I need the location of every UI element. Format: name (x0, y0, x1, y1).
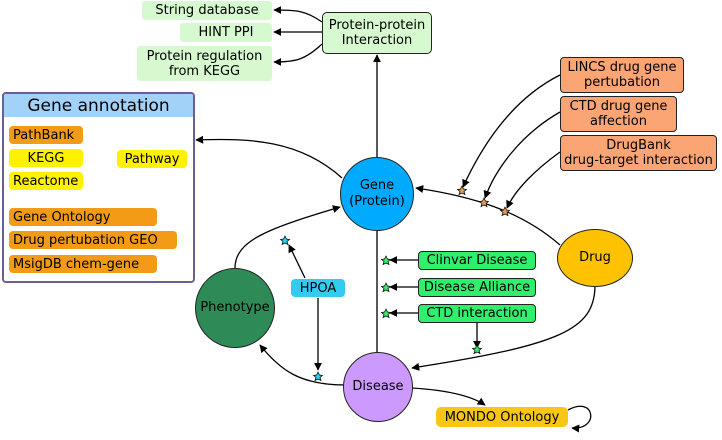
ctd-interaction-source: CTD interaction (418, 304, 536, 323)
drug-label: Drug (579, 250, 611, 265)
disease-node: Disease (343, 352, 413, 422)
clinvar-source: Clinvar Disease (418, 251, 536, 270)
ppi-node: Protein-protein Interaction (322, 12, 432, 54)
edge-hpoa-up (288, 244, 306, 279)
edge-disease-mondo (411, 387, 486, 406)
drugbank-source: DrugBank drug-target interaction (560, 135, 717, 171)
star-icon (380, 255, 392, 266)
mondo-label: MONDO Ontology (444, 409, 560, 425)
msigdb-label: MsigDB chem-gene (13, 256, 140, 272)
edge-ppi-string (273, 6, 323, 23)
gene-label: Gene (Protein) (349, 178, 405, 209)
ctd-drug-source: CTD drug gene affection (560, 96, 677, 132)
star-icon (380, 308, 392, 319)
edge-lincs (462, 74, 561, 188)
msigdb-item: MsigDB chem-gene (9, 255, 157, 273)
gene-ontology-item: Gene Ontology (9, 208, 157, 226)
edge-drug-gene (415, 185, 561, 246)
phenotype-node: Phenotype (195, 268, 275, 348)
drug-node: Drug (557, 229, 633, 287)
disease-alliance-source: Disease Alliance (418, 278, 536, 297)
edge-phenotype-gene (234, 205, 341, 269)
gene-ontology-label: Gene Ontology (13, 209, 111, 225)
gene-annotation-title: Gene annotation (4, 94, 193, 117)
star-icon (279, 235, 291, 246)
gene-node: Gene (Protein) (340, 157, 414, 231)
clinvar-label: Clinvar Disease (426, 253, 528, 268)
star-icon (471, 344, 483, 355)
star-icon (478, 197, 490, 208)
reactome-label: Reactome (13, 173, 79, 189)
pathbank-item: PathBank (9, 126, 83, 144)
edge-ctd-drug (483, 111, 561, 199)
drug-pertubation-geo-label: Drug pertubation GEO (13, 232, 158, 248)
hpoa-label: HPOA (299, 280, 337, 296)
drugbank-label: DrugBank drug-target interaction (564, 138, 713, 168)
edge-ppi-regulation (273, 43, 323, 66)
kegg-label: KEGG (27, 150, 65, 166)
protein-regulation-label: Protein regulation from KEGG (146, 48, 263, 79)
star-icon (312, 371, 324, 382)
ctd-interaction-label: CTD interaction (426, 306, 528, 321)
kegg-item: KEGG (9, 149, 83, 167)
star-icon (456, 185, 468, 196)
hint-ppi-label: HINT PPI (198, 25, 254, 40)
edge-drug-disease (411, 284, 596, 371)
pathway-label: Pathway (124, 151, 180, 167)
ctd-drug-label: CTD drug gene affection (569, 99, 668, 129)
pathbank-label: PathBank (13, 127, 75, 143)
edge-disease-phenotype (259, 344, 346, 386)
disease-label: Disease (352, 379, 404, 394)
edge-drugbank (506, 151, 561, 209)
ppi-label: Protein-protein Interaction (328, 18, 426, 48)
star-icons (279, 185, 511, 382)
mondo-ontology-node: MONDO Ontology (436, 407, 568, 427)
reactome-item: Reactome (9, 172, 83, 190)
string-database-label: String database (155, 3, 259, 18)
phenotype-label: Phenotype (200, 300, 270, 315)
protein-regulation-source: Protein regulation from KEGG (137, 46, 272, 81)
lincs-label: LINCS drug gene pertubation (567, 60, 677, 90)
star-icon (380, 282, 392, 293)
star-icon (499, 206, 511, 217)
hpoa-source: HPOA (291, 279, 345, 297)
drug-pertubation-geo-item: Drug pertubation GEO (9, 231, 177, 249)
lincs-source: LINCS drug gene pertubation (560, 57, 684, 93)
pathway-item: Pathway (117, 150, 187, 168)
disease-alliance-label: Disease Alliance (423, 280, 531, 295)
edge-gene-annotation (195, 135, 343, 179)
mondo-self-loop (567, 405, 592, 433)
hint-ppi-source: HINT PPI (180, 23, 272, 42)
string-database-source: String database (142, 1, 272, 20)
